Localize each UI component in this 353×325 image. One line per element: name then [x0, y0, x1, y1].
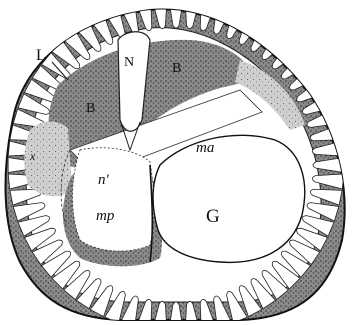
- label-mp: mp: [96, 208, 115, 224]
- label-n: N: [124, 55, 134, 70]
- cavity-g: [153, 135, 305, 262]
- label-x: x: [29, 149, 36, 163]
- label-ma: ma: [196, 140, 214, 156]
- region-n-prime: [73, 148, 154, 251]
- columnar-cell: [262, 30, 288, 59]
- columnar-cell: [272, 41, 300, 69]
- label-n-prime: n': [98, 172, 110, 188]
- label-b-left: B: [86, 101, 95, 116]
- label-l: L: [36, 47, 46, 64]
- label-b-top: B: [172, 61, 181, 76]
- label-g: G: [206, 206, 220, 227]
